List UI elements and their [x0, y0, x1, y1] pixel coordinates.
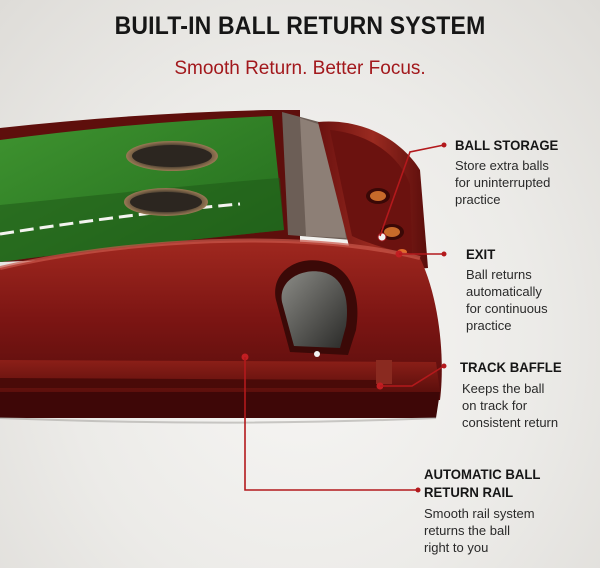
- callout-desc-track-baffle: Keeps the ball on track for consistent r…: [462, 381, 559, 430]
- callout-desc-ball-storage: Store extra balls for uninterrupted prac…: [455, 158, 551, 207]
- page-subtitle: Smooth Return. Better Focus.: [174, 58, 426, 79]
- callout-title-ball-storage: BALL STORAGE: [455, 137, 559, 153]
- callout-title-track-baffle: TRACK BAFFLE: [460, 359, 562, 375]
- page-title: BUILT-IN BALL RETURN SYSTEM: [114, 12, 486, 40]
- callout-desc-return-rail: Smooth rail system returns the ball righ…: [424, 506, 535, 555]
- callout-title-exit: EXIT: [466, 246, 496, 262]
- callout-desc-exit: Ball returns automatically for continuou…: [466, 267, 548, 333]
- callout-title-return-rail: AUTOMATIC BALL RETURN RAIL: [424, 466, 541, 500]
